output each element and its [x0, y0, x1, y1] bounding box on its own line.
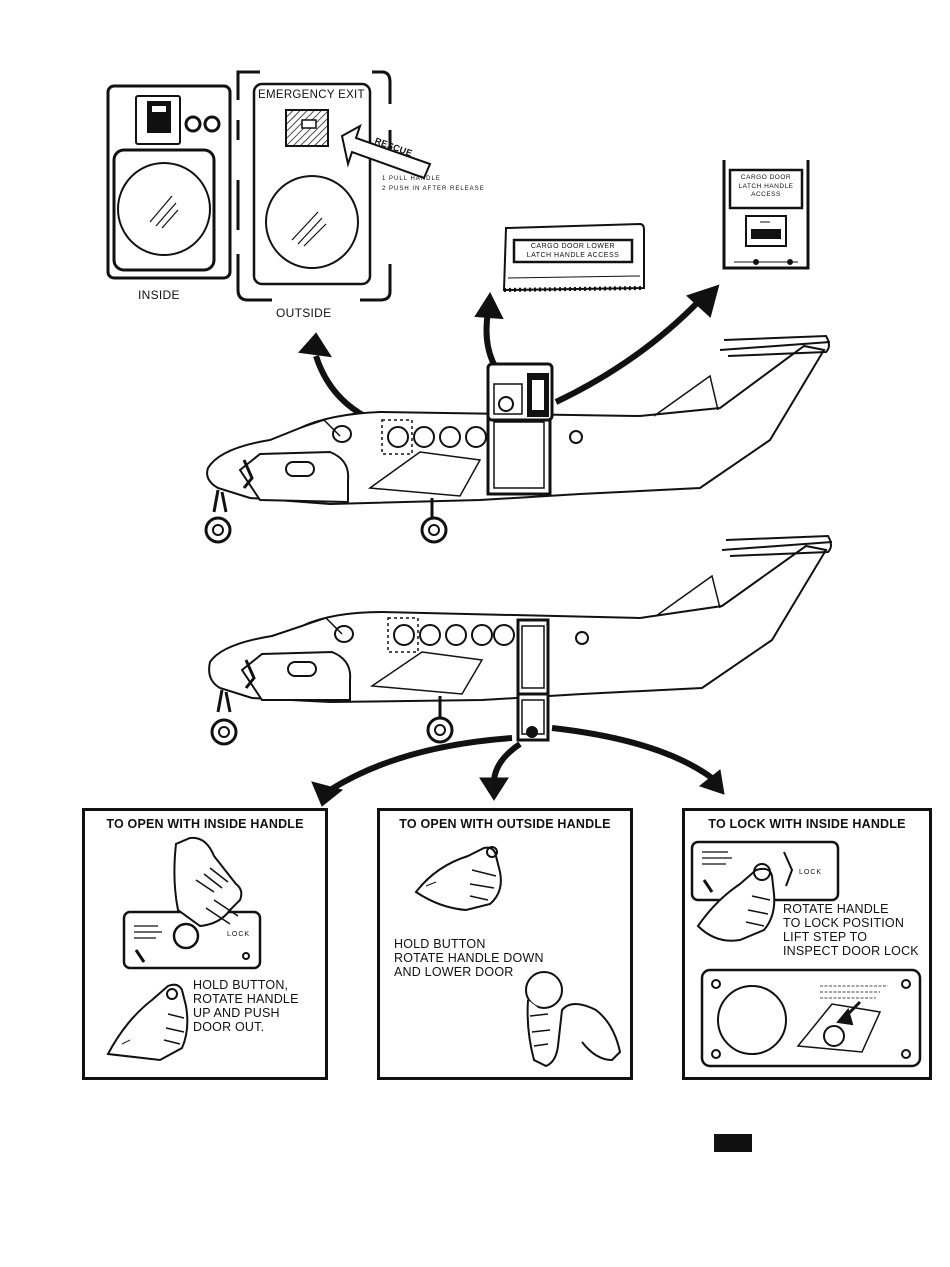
instruction-line: ROTATE HANDLE DOWN [394, 951, 544, 965]
emergency-exit-inside-panel [106, 84, 232, 280]
cargo-lower-placard-text: CARGO DOOR LOWER LATCH HANDLE ACCESS [514, 242, 632, 260]
panel-outside-open: TO OPEN WITH OUTSIDE HANDLE HOLD BUTTON … [377, 808, 633, 1080]
emergency-step-2: 2 PUSH IN AFTER RELEASE [382, 186, 485, 192]
cargo-latch-access-placard [722, 160, 810, 270]
instruction-line: HOLD BUTTON, [193, 978, 289, 992]
panel-inside-open-lock-label: LOCK [227, 931, 251, 938]
instruction-line: UP AND PUSH [193, 1006, 280, 1020]
panel-outside-open-title: TO OPEN WITH OUTSIDE HANDLE [399, 817, 611, 831]
instruction-line: AND LOWER DOOR [394, 965, 514, 979]
panel-outside-open-artwork [414, 846, 622, 1068]
instruction-line: TO LOCK POSITION [783, 916, 905, 930]
panel-inside-lock-instructions: ROTATE HANDLE TO LOCK POSITION LIFT STEP… [783, 902, 919, 958]
instruction-line: HOLD BUTTON [394, 937, 486, 951]
panel-inside-lock-lock-label: LOCK [799, 869, 823, 876]
cargo-lower-line-1: CARGO DOOR LOWER [530, 243, 616, 250]
emergency-exit-outside-panel [236, 70, 432, 302]
panel-outside-open-instructions: HOLD BUTTON ROTATE HANDLE DOWN AND LOWER… [394, 937, 544, 979]
cargo-lower-line-2: LATCH HANDLE ACCESS [526, 252, 620, 259]
emergency-step-1: 1 PULL HANDLE [382, 176, 441, 182]
cargo-latch-line-3: ACCESS [751, 191, 781, 198]
emergency-exit-title: EMERGENCY EXIT [258, 89, 365, 101]
aircraft-upper [204, 334, 831, 544]
cargo-lower-latch-placard [502, 222, 645, 292]
cargo-latch-line-1: CARGO DOOR [740, 174, 792, 181]
instruction-line: ROTATE HANDLE [783, 902, 889, 916]
aircraft-lower [208, 534, 833, 746]
panel-inside-lock: TO LOCK WITH INSIDE HANDLE LOCK ROTATE H… [682, 808, 932, 1080]
instruction-line: DOOR OUT. [193, 1020, 265, 1034]
panel-inside-lock-artwork [690, 840, 922, 1068]
panel-inside-open-instructions: HOLD BUTTON, ROTATE HANDLE UP AND PUSH D… [193, 978, 299, 1034]
outside-label: OUTSIDE [276, 306, 332, 320]
instruction-line: LIFT STEP TO [783, 930, 868, 944]
panel-inside-lock-title: TO LOCK WITH INSIDE HANDLE [708, 817, 906, 831]
instruction-line: INSPECT DOOR LOCK [783, 944, 919, 958]
cargo-latch-placard-text: CARGO DOOR LATCH HANDLE ACCESS [730, 174, 802, 200]
callout-arrows-bottom [311, 725, 725, 807]
redaction-block [714, 1134, 752, 1152]
cargo-latch-line-2: LATCH HANDLE [738, 182, 794, 190]
panel-inside-open-title: TO OPEN WITH INSIDE HANDLE [106, 817, 304, 831]
panel-inside-open: TO OPEN WITH INSIDE HANDLE LOCK HOLD BUT… [82, 808, 328, 1080]
inside-label: INSIDE [138, 288, 180, 302]
panel-inside-open-artwork [106, 836, 262, 1062]
instruction-line: ROTATE HANDLE [193, 992, 299, 1006]
